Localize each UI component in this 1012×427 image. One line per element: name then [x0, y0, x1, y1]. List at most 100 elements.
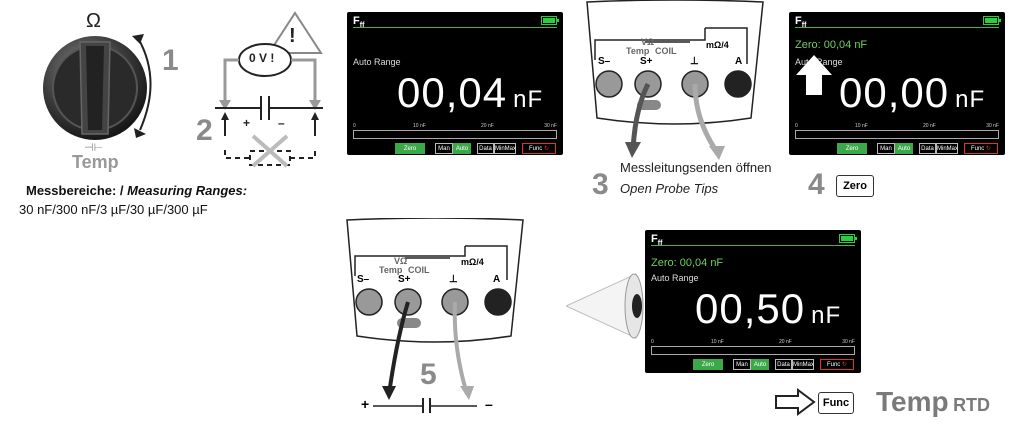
meter2-func-softkey[interactable]: Func ↻ — [964, 143, 998, 154]
temp-rtd-label: Temp RTD — [876, 386, 990, 418]
step3-text-en: Open Probe Tips — [620, 181, 719, 196]
meter3-tick-2: 20 nF — [779, 339, 792, 345]
step5-plus: + — [361, 396, 370, 412]
warning-icon: ! — [289, 25, 296, 47]
meter1-value: 00,04 — [397, 69, 508, 116]
meter2-header-line — [795, 27, 999, 28]
step-3-number: 3 — [592, 168, 609, 201]
meter3-tick-3: 30 nF — [842, 339, 855, 345]
jack-bottom-temp: Temp — [379, 265, 403, 275]
step2-plus: + — [243, 116, 251, 130]
temp-label: Temp — [72, 152, 119, 172]
meter1-data-softkey[interactable]: Data — [477, 143, 494, 154]
meter3-header-line — [651, 245, 855, 246]
jack-bottom-s-plus: S+ — [398, 274, 411, 285]
refresh-icon: ↻ — [841, 362, 848, 368]
meter2-zero-line: Zero: 00,04 nF — [795, 39, 868, 51]
omega-label: Ω — [86, 10, 101, 32]
jack-bottom-ground: ⊥ — [449, 274, 458, 285]
meter2-man-softkey[interactable]: Man — [877, 143, 895, 154]
meter2-value: 00,00 — [839, 69, 950, 116]
meter3-tick-1: 10 nF — [711, 339, 724, 345]
meter2-tick-0: 0 — [795, 123, 798, 129]
meter3-auto-softkey[interactable]: Auto — [751, 359, 769, 370]
rotate-arrow-icon — [132, 34, 152, 138]
meter3-softkeys: Zero Man Auto Data MinMax Func ↻ — [645, 359, 861, 371]
jack-v-omega: VΩ — [641, 37, 655, 47]
meter2-header: Fff — [795, 15, 806, 29]
meter2-unit: nF — [955, 86, 986, 113]
meter1-header-f: F — [353, 15, 360, 27]
step3-text-de: Messleitungsenden öffnen — [620, 160, 772, 175]
voltage-label: 0 V ! — [249, 51, 275, 65]
battery-icon — [839, 234, 857, 243]
meter3-func-label: Func — [826, 362, 841, 368]
meter2-data-softkey[interactable]: Data — [919, 143, 936, 154]
meter2-minmax-softkey[interactable]: MinMax — [936, 143, 958, 154]
refresh-icon: ↻ — [543, 146, 550, 152]
meter1-tick-0: 0 — [353, 123, 356, 129]
temp-rtd-rtd: RTD — [953, 395, 991, 415]
meter3-value: 00,50 — [695, 285, 806, 332]
jack-bottom-v-omega: VΩ — [394, 256, 408, 266]
jack-bottom-mohm: mΩ/4 — [461, 257, 484, 267]
meter3-header-sub: ff — [657, 240, 663, 248]
meter1-zero-softkey[interactable]: Zero — [395, 143, 425, 154]
meter3-header: Fff — [651, 233, 662, 247]
meter3-func-softkey[interactable]: Func ↻ — [820, 359, 854, 370]
meter3-zero-softkey[interactable]: Zero — [693, 359, 723, 370]
meter3-ticks: 0 10 nF 20 nF 30 nF — [651, 339, 855, 346]
meter1-auto-softkey[interactable]: Auto — [453, 143, 471, 154]
meter3-range: Auto Range — [651, 273, 699, 283]
meter1-ticks: 0 10 nF 20 nF 30 nF — [353, 123, 557, 130]
step-5-number: 5 — [420, 358, 437, 391]
meter2-tick-2: 20 nF — [923, 123, 936, 129]
meter2-softkeys: Zero Man Auto Data MinMax Func ↻ — [789, 143, 1005, 155]
meter1-func-label: Func — [528, 146, 543, 152]
jack-bottom-coil: COIL — [408, 265, 430, 275]
jack-mohm: mΩ/4 — [706, 40, 729, 50]
jack-panel-bottom — [346, 218, 524, 413]
meter2-header-f: F — [795, 15, 802, 27]
meter2-tick-1: 10 nF — [855, 123, 868, 129]
meter2-ticks: 0 10 nF 20 nF 30 nF — [795, 123, 999, 130]
meter2-auto-softkey[interactable]: Auto — [895, 143, 913, 154]
jack-coil: COIL — [655, 46, 677, 56]
meter3-minmax-softkey[interactable]: MinMax — [792, 359, 814, 370]
meter1-minmax-softkey[interactable]: MinMax — [494, 143, 516, 154]
capacitor-symbol: ⊣⊢ — [84, 142, 104, 154]
meter2-scale — [795, 130, 999, 139]
meter1-tick-1: 10 nF — [413, 123, 426, 129]
func-key-button[interactable]: Func — [818, 392, 854, 414]
jack-a: A — [735, 56, 743, 67]
meter3-zero-line: Zero: 00,04 nF — [651, 257, 724, 269]
meter2-func-label: Func — [970, 146, 985, 152]
meter3-header-f: F — [651, 233, 658, 245]
jack-panel-top — [586, 0, 764, 160]
step2-circuit-diagram — [215, 11, 323, 168]
zero-key-button[interactable]: Zero — [836, 175, 874, 197]
ranges-values: 30 nF/300 nF/3 µF/30 µF/300 µF — [19, 202, 208, 217]
meter1-header-sub: ff — [359, 22, 365, 30]
meter3-man-softkey[interactable]: Man — [733, 359, 751, 370]
temp-rtd-temp: Temp — [876, 386, 949, 417]
meter1-range: Auto Range — [353, 57, 401, 67]
meter3-data-softkey[interactable]: Data — [775, 359, 792, 370]
battery-icon — [541, 16, 559, 25]
step-1-number: 1 — [162, 44, 179, 77]
battery-icon — [983, 16, 1001, 25]
meter1-man-softkey[interactable]: Man — [435, 143, 453, 154]
jack-ground: ⊥ — [690, 56, 699, 67]
meter1-func-softkey[interactable]: Func ↻ — [522, 143, 556, 154]
meter1-softkeys: Zero Man Auto Data MinMax Func ↻ — [347, 143, 563, 155]
step-2-number: 2 — [196, 114, 213, 147]
rotary-knob-icon[interactable] — [30, 30, 160, 145]
meter3-tick-0: 0 — [651, 339, 654, 345]
ranges-title-de: Messbereiche: / — [26, 183, 128, 198]
meter2-zero-softkey[interactable]: Zero — [837, 143, 867, 154]
